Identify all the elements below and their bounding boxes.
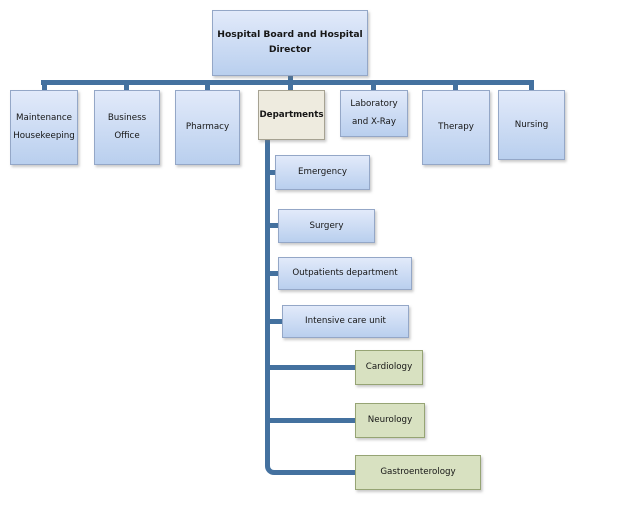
org-node-surgery[interactable]: Surgery [278,209,375,243]
connector-stub-maintenance [42,82,47,91]
org-node-maintenance-housekeeping[interactable]: Maintenance Housekeeping [10,90,78,165]
org-node-outpatients-department[interactable]: Outpatients department [278,257,412,290]
org-node-cardiology[interactable]: Cardiology [355,350,423,385]
connector-stub-departments [288,82,293,91]
org-node-gastroenterology[interactable]: Gastroenterology [355,455,481,490]
org-node-emergency[interactable]: Emergency [275,155,370,190]
org-node-intensive-care-unit[interactable]: Intensive care unit [282,305,409,338]
root-label-line2: Director [268,44,312,55]
connector-stub-intensive-care [267,319,283,324]
connector-stub-surgery [267,223,279,228]
connector-departments-hanging-line [265,140,355,475]
org-node-neurology[interactable]: Neurology [355,403,425,438]
connector-stub-business-office [124,82,129,91]
connector-stub-nursing [529,82,534,91]
org-node-laboratory-xray[interactable]: Laboratory and X-Ray [340,90,408,137]
connector-stub-pharmacy [205,82,210,91]
org-node-pharmacy[interactable]: Pharmacy [175,90,240,165]
connector-level2-rail [41,80,534,85]
connector-stub-neurology [267,418,356,423]
root-label-line1: Hospital Board and Hospital [217,29,363,41]
org-node-therapy[interactable]: Therapy [422,90,490,165]
connector-root-riser [288,76,293,82]
connector-stub-cardiology [267,365,356,370]
connector-stub-outpatients [267,271,279,276]
org-node-departments[interactable]: Departments [258,90,325,140]
org-node-hospital-board-director[interactable]: Hospital Board and Hospital Director [212,10,368,76]
connector-stub-therapy [453,82,458,91]
org-node-nursing[interactable]: Nursing [498,90,565,160]
org-node-business-office[interactable]: Business Office [94,90,160,165]
connector-stub-emergency [267,170,276,175]
connector-stub-laboratory [371,82,376,91]
